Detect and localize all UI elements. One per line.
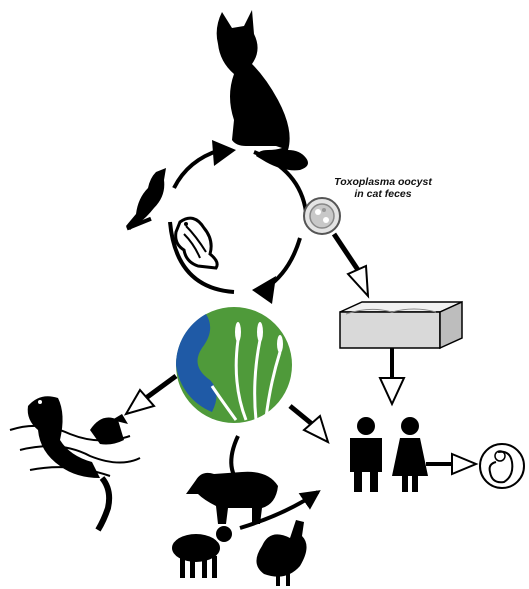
environment-water-reeds-icon <box>176 307 292 423</box>
litter-box-icon <box>340 302 462 348</box>
cycle-arrowhead-bottom <box>252 276 276 304</box>
arrow-litterbox-to-humans-head <box>380 378 404 404</box>
fetus-icon <box>480 444 524 488</box>
cycle-arrowhead-top <box>212 140 236 166</box>
chicken-icon <box>256 520 306 586</box>
arrow-env-to-humans-shaft <box>290 406 312 424</box>
oocyst-icon <box>304 198 340 234</box>
bird-icon <box>126 168 166 230</box>
arrow-human-to-fetus-head <box>452 454 476 474</box>
male-human-icon <box>350 417 382 492</box>
arrow-oocyst-to-litterbox <box>334 234 358 270</box>
cat-icon <box>217 10 308 170</box>
arrow-env-to-otter-shaft <box>146 376 176 398</box>
sea-otter-icon <box>10 396 140 530</box>
sheep-icon <box>172 526 232 578</box>
arrow-oocyst-to-litterbox-head <box>348 266 368 296</box>
female-human-icon <box>392 417 428 492</box>
pig-icon <box>186 472 278 524</box>
